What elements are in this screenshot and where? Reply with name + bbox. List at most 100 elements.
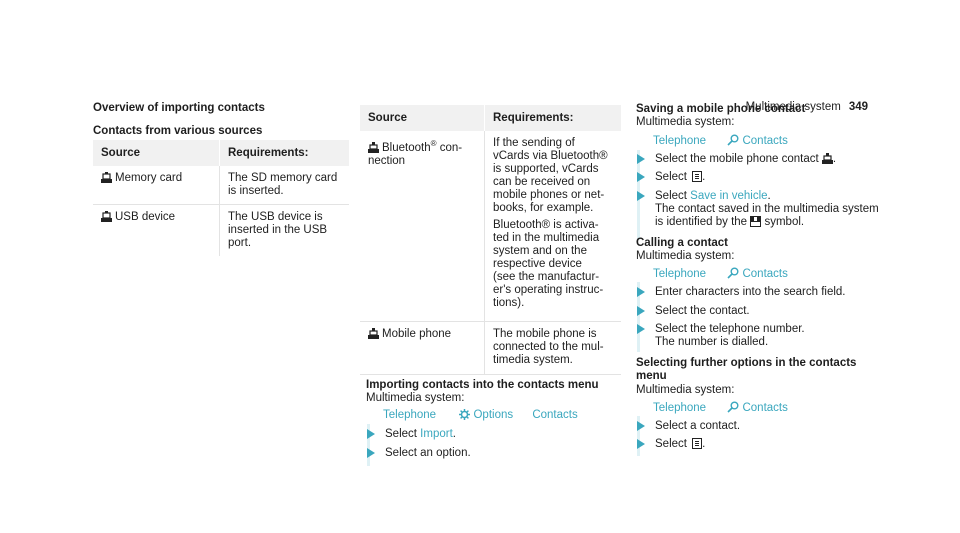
usb-icon [101,211,112,222]
step-arrow-icon [637,191,645,201]
step-text: Enter characters into the search field. [655,286,846,298]
path-telephone[interactable]: Telephone [383,409,437,421]
sources-table-1: Source Requirements: Memory card The SD … [93,140,349,256]
table-header-row: Source Requirements: [360,105,621,131]
heading-line: Selecting further options in the contact… [636,357,857,369]
system-label: Multimedia system: [636,116,735,128]
requirement-line: is supported, vCards [493,163,599,175]
import-link[interactable]: Import [420,428,453,440]
step-arrow-icon [637,287,645,297]
step-arrow-icon [367,429,375,439]
step-text: Select the telephone number. [655,323,805,335]
step-select-menu: Select . [637,171,705,184]
table-row: USB device The USB device is inserted in… [93,204,350,257]
menu-icon [692,438,703,449]
source-label-cont: nection [368,154,406,167]
step-select-menu: Select . [637,438,705,451]
step-save-in-vehicle: Select Save in vehicle. The contact save… [637,190,895,229]
sources-table-2: Source Requirements: Bluetooth® con- nec… [360,105,621,375]
requirement-line: connected to the mul- [493,341,604,353]
requirement-line: system and on the [493,245,587,257]
step-arrow-icon [637,154,645,164]
requirement-line: respective device [493,258,582,270]
table-row: Memory card The SD memory card is insert… [93,166,349,205]
path-contacts[interactable]: Contacts [742,402,788,414]
table-row: Mobile phone The mobile phone is connect… [360,321,621,375]
path-telephone[interactable]: Telephone [653,135,707,147]
requirement-line: is inserted. [228,185,284,197]
requirement-line: can be received on [493,176,591,188]
page-number: 349 [848,101,868,113]
memory-card-icon [101,172,112,183]
save-heading: Saving a mobile phone contact [636,103,806,115]
step-enter-characters: Enter characters into the search field. [637,286,846,299]
step-text: Select [655,171,687,183]
step-text: symbol. [764,216,805,228]
column-header-requirements: Requirements: [219,140,349,166]
system-label: Multimedia system: [636,384,735,396]
source-label: Mobile phone [382,328,452,340]
system-label: Multimedia system: [366,392,465,404]
options-icon [459,409,471,420]
step-arrow-icon [367,448,375,458]
step-bar [367,424,370,466]
search-icon [727,134,739,146]
path-contacts[interactable]: Contacts [532,409,578,421]
requirement-line: books, for example. [493,202,594,214]
sources-subheading: Contacts from various sources [93,125,263,137]
search-icon [727,401,739,413]
path-telephone[interactable]: Telephone [653,268,707,280]
requirement-cell: The SD memory card is inserted. [219,166,349,205]
step-text: The number is dialled. [655,336,769,348]
call-heading: Calling a contact [636,237,729,249]
menu-path: Telephone Contacts [653,267,788,281]
requirement-line: mobile phones or net- [493,189,605,201]
menu-icon [692,171,703,182]
search-icon [727,267,739,279]
step-text: The contact saved in the multimedia syst… [655,203,879,215]
requirement-cell: The USB device is inserted in the USB po… [220,205,350,257]
step-select-contact: Select the contact. [637,305,750,318]
path-telephone[interactable]: Telephone [653,402,707,414]
overview-heading: Overview of importing contacts [93,102,265,114]
step-text: Select the mobile phone contact [655,153,819,165]
requirement-line: timedia system. [493,354,573,366]
menu-path: Telephone Contacts [653,401,788,415]
save-in-vehicle-link[interactable]: Save in vehicle [690,190,768,202]
path-contacts[interactable]: Contacts [742,268,788,280]
table-row: Bluetooth® con- nection If the sending o… [360,131,621,322]
source-cell: USB device [93,204,220,256]
step-text: Select a contact. [655,420,741,432]
requirement-cell: The mobile phone is connected to the mul… [484,321,621,375]
step-select-option: Select an option. [367,447,471,460]
import-heading: Importing contacts into the contacts men… [366,379,599,391]
vehicle-contact-icon [750,216,762,227]
source-cell: Bluetooth® con- nection [360,131,485,322]
requirement-line: The SD memory card [228,172,338,184]
step-bar [637,416,640,456]
requirement-line: port. [228,237,252,249]
step-arrow-icon [637,172,645,182]
system-label: Multimedia system: [636,250,735,262]
requirement-line: inserted in the USB [228,224,328,236]
step-arrow-icon [637,306,645,316]
step-select-contact: Select a contact. [637,420,740,433]
table-header-row: Source Requirements: [93,140,349,166]
requirement-line: tions). [493,297,525,309]
source-label: USB device [115,211,176,223]
source-cell: Memory card [93,166,220,205]
step-text: Select the contact. [655,305,750,317]
heading-line: menu [636,370,667,382]
requirement-line: (see the manufactur- [493,271,600,283]
step-arrow-icon [637,421,645,431]
requirement-line: Bluetooth® is activa- [493,219,599,231]
requirement-line: ted in the multimedia [493,232,600,244]
further-heading: Selecting further options in the contact… [636,357,856,383]
step-bar [637,282,640,352]
step-text: is identified by the [655,216,748,228]
path-contacts[interactable]: Contacts [742,135,788,147]
step-text: Select [385,428,421,440]
requirement-line: vCards via Bluetooth® [493,150,608,162]
path-options[interactable]: Options [473,409,514,421]
